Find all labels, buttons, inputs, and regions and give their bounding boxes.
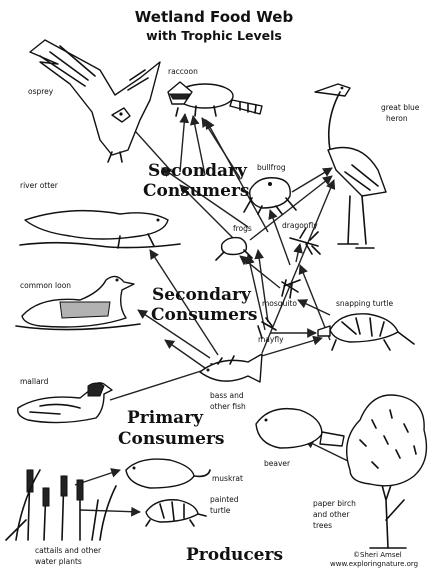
muskrat-illustration <box>126 459 210 488</box>
label-painted-turtle-1: painted <box>210 495 239 504</box>
snapping-turtle-illustration <box>318 314 414 350</box>
level-label-secondary-1: Secondary <box>148 161 248 181</box>
arrow <box>270 210 290 265</box>
label-frogs: frogs <box>233 224 252 233</box>
arrow <box>165 340 205 368</box>
river-otter-illustration <box>20 211 180 248</box>
label-mosquito: mosquito <box>262 299 297 308</box>
credit-website: www.exploringnature.org <box>330 560 418 568</box>
diagram-title: Wetland Food Web <box>135 8 294 26</box>
label-paper-birch-1: paper birch <box>313 499 356 508</box>
arrow <box>298 300 330 315</box>
label-mayfly: mayfly <box>258 335 284 344</box>
label-heron-1: great blue <box>381 103 420 112</box>
level-label-primary-2: Consumers <box>118 429 225 449</box>
level-label-secondary-4: Consumers <box>151 305 258 325</box>
label-river-otter: river otter <box>20 181 59 190</box>
great-blue-heron-illustration <box>315 84 386 248</box>
level-label-primary-1: Primary <box>127 408 204 428</box>
paper-birch-illustration <box>347 395 427 548</box>
label-cattails-1: cattails and other <box>35 546 102 555</box>
label-paper-birch-2: and other <box>313 510 350 519</box>
label-painted-turtle-2: turtle <box>210 506 231 515</box>
bullfrog-illustration <box>244 178 296 214</box>
credit-author: ©Sheri Amsel <box>353 551 402 559</box>
osprey-illustration <box>30 40 160 162</box>
label-heron-2: heron <box>386 114 408 123</box>
label-cattails-2: water plants <box>35 557 82 566</box>
beaver-illustration <box>256 409 344 448</box>
arrow <box>296 244 300 262</box>
label-muskrat: muskrat <box>212 474 243 483</box>
label-bass-1: bass and <box>210 391 244 400</box>
label-paper-birch-3: trees <box>313 521 332 530</box>
label-osprey: osprey <box>28 87 54 96</box>
label-raccoon: raccoon <box>168 67 198 76</box>
label-bass-2: other fish <box>210 402 246 411</box>
label-beaver: beaver <box>264 459 291 468</box>
label-common-loon: common loon <box>20 281 71 290</box>
mallard-illustration <box>18 383 112 423</box>
raccoon-illustration <box>168 82 262 116</box>
cattails-illustration <box>6 470 116 540</box>
arrow <box>258 250 268 322</box>
painted-turtle-illustration <box>146 500 206 526</box>
label-dragonfly: dragonfly <box>282 221 318 230</box>
arrow <box>80 510 140 512</box>
label-bullfrog: bullfrog <box>257 163 286 172</box>
level-label-producers: Producers <box>186 545 283 565</box>
frogs-illustration <box>216 238 252 260</box>
label-snapping-turtle: snapping turtle <box>336 299 394 308</box>
label-mallard: mallard <box>20 377 49 386</box>
mosquito-illustration <box>282 280 300 298</box>
level-label-secondary-2: Consumers <box>143 181 250 201</box>
diagram-subtitle: with Trophic Levels <box>146 28 282 43</box>
level-label-secondary-3: Secondary <box>152 285 252 305</box>
